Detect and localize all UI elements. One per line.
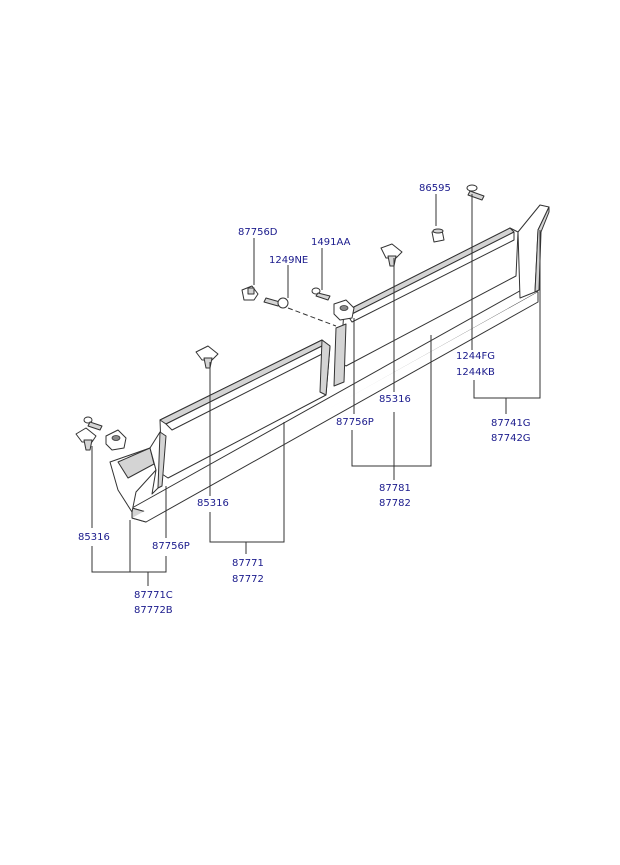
- rear-sill-end-piece: [517, 204, 550, 299]
- plug-86595: [431, 228, 445, 243]
- label-87782: 87782: [379, 498, 411, 509]
- clip-85316-rear: [380, 243, 403, 267]
- label-1249ne: 1249NE: [269, 255, 308, 266]
- label-87781: 87781: [379, 483, 411, 494]
- clip-85316-mid: [195, 345, 219, 369]
- clip-85316-front: [75, 427, 97, 451]
- label-87756p-front: 87756P: [152, 541, 190, 552]
- label-87742g: 87742G: [491, 433, 531, 444]
- label-85316-rear: 85316: [379, 394, 411, 405]
- grommet-87756p-front: [105, 429, 127, 451]
- label-87741g: 87741G: [491, 418, 531, 429]
- label-1244fg: 1244FG: [456, 351, 495, 362]
- label-87771: 87771: [232, 558, 264, 569]
- front-fender-molding: [109, 431, 167, 513]
- front-door-molding: [159, 339, 331, 479]
- label-87756d: 87756D: [238, 227, 278, 238]
- grommet-87756p-mid: [333, 299, 355, 321]
- clip-87756d: [241, 285, 259, 301]
- bolt-1491aa: [311, 287, 331, 301]
- label-1244kb: 1244KB: [456, 367, 495, 378]
- label-86595: 86595: [419, 183, 451, 194]
- label-85316-mid: 85316: [197, 498, 229, 509]
- screw-front: [83, 416, 103, 431]
- label-1491aa: 1491AA: [311, 237, 351, 248]
- part-labels: 86595 87756D 1491AA 1249NE 1244FG 1244KB…: [78, 183, 531, 616]
- label-87756p-mid: 87756P: [336, 417, 374, 428]
- label-87771c: 87771C: [134, 590, 173, 601]
- screw-1244fg: [466, 184, 485, 201]
- leader-lines: [91, 194, 541, 586]
- label-87772b: 87772B: [134, 605, 173, 616]
- label-87772: 87772: [232, 574, 264, 585]
- screw-1249ne: [263, 297, 289, 309]
- label-85316-front: 85316: [78, 532, 110, 543]
